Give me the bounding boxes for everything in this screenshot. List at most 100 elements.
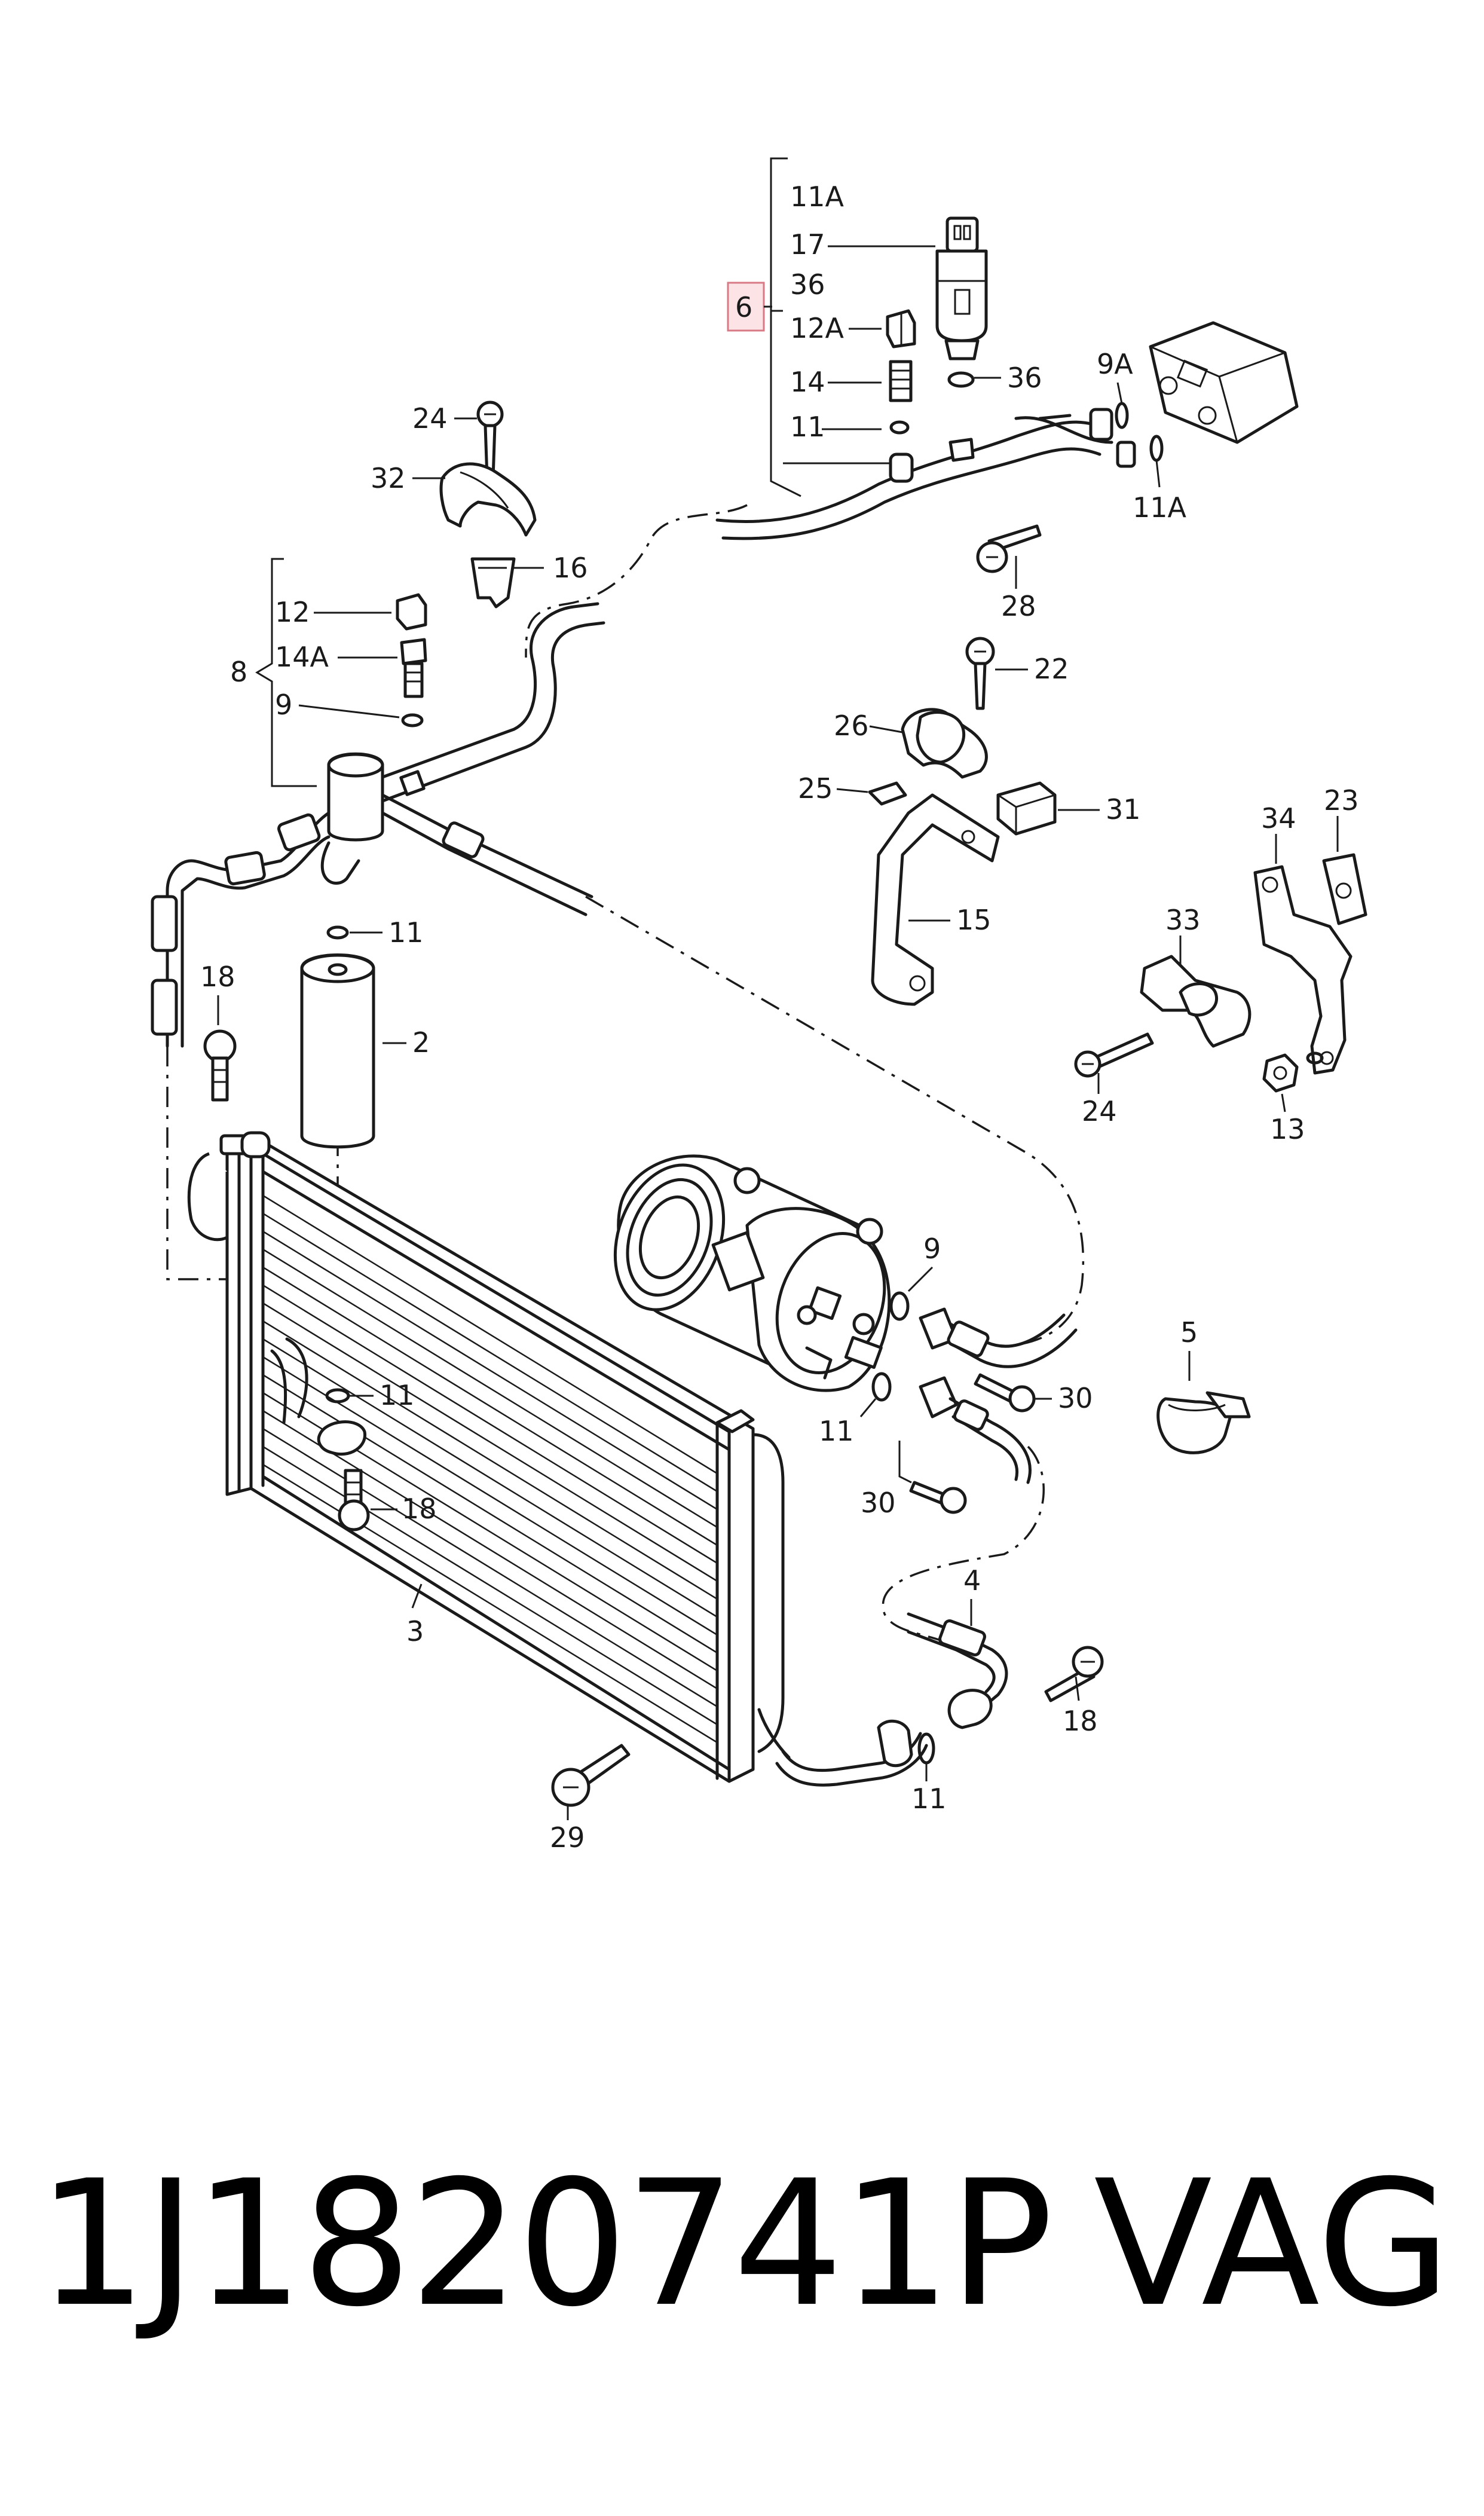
callout-30-b: 30 bbox=[861, 1487, 896, 1519]
screw-24-right bbox=[1074, 1032, 1154, 1078]
callout-22: 22 bbox=[1034, 653, 1069, 685]
hidden-line-upper bbox=[525, 504, 748, 658]
cap-12 bbox=[396, 593, 427, 631]
bolt-18-right bbox=[1044, 1646, 1104, 1702]
washer-13 bbox=[1306, 1051, 1324, 1065]
nut-13 bbox=[1262, 1053, 1299, 1093]
callout-8: 8 bbox=[230, 656, 247, 688]
clamp-33 bbox=[1140, 955, 1252, 1048]
callout-3: 3 bbox=[406, 1615, 424, 1647]
callout-12: 12 bbox=[275, 596, 310, 628]
clip-25 bbox=[868, 781, 907, 806]
pipe-4 bbox=[775, 1612, 1008, 1787]
callout-11-drier: 11 bbox=[388, 916, 424, 949]
callout-11-bottom: 11 bbox=[911, 1783, 947, 1815]
clip-16 bbox=[470, 557, 516, 609]
connector-31 bbox=[996, 781, 1057, 836]
callout-11-lower: 11 bbox=[380, 1379, 415, 1411]
callout-24-right: 24 bbox=[1082, 1095, 1117, 1127]
screw-22 bbox=[965, 637, 995, 710]
callout-16: 16 bbox=[553, 552, 588, 584]
callout-18-left: 18 bbox=[200, 961, 235, 993]
drier-head bbox=[327, 752, 384, 842]
part-number: 1J1820741P bbox=[37, 2144, 1053, 2345]
callout-13: 13 bbox=[1270, 1113, 1305, 1145]
pipe-assembly-left bbox=[151, 602, 605, 1048]
hidden-line-right bbox=[882, 1445, 1045, 1657]
flange-4 bbox=[947, 1689, 993, 1729]
pipe-discharge bbox=[919, 1376, 1032, 1484]
bracket-15 bbox=[871, 793, 1000, 1006]
expansion-valve-block bbox=[1149, 321, 1299, 444]
callout-24-top: 24 bbox=[412, 402, 448, 435]
callout-11-comp: 11 bbox=[819, 1415, 854, 1447]
callout-6: 6 bbox=[735, 291, 752, 323]
parts-diagram: 6 11A 17 36 12A 14 11 36 bbox=[151, 157, 1367, 1854]
callout-31: 31 bbox=[1106, 793, 1141, 826]
bolt-30-b bbox=[909, 1481, 967, 1514]
bracket-34 bbox=[1253, 865, 1353, 1075]
callout-33: 33 bbox=[1165, 904, 1201, 936]
o-ring-11-drier bbox=[326, 925, 349, 940]
o-ring-36-top bbox=[947, 371, 975, 388]
pipe-assembly-top bbox=[715, 408, 1136, 540]
callout-32: 32 bbox=[371, 462, 406, 494]
callout-30-a: 30 bbox=[1058, 1382, 1093, 1414]
hidden-line-center bbox=[585, 895, 1085, 1346]
callout-6-box[interactable] bbox=[727, 282, 765, 332]
callout-26: 26 bbox=[834, 710, 869, 742]
valve-core-14 bbox=[889, 360, 913, 402]
bracket-32 bbox=[439, 462, 537, 537]
drier-2 bbox=[300, 953, 375, 1149]
callout-14A: 14A bbox=[275, 641, 329, 673]
bolt-28 bbox=[976, 524, 1042, 573]
pressure-switch-17 bbox=[935, 216, 988, 360]
callout-17: 17 bbox=[790, 228, 825, 261]
callout-4: 4 bbox=[963, 1564, 981, 1597]
bracket-group-6 bbox=[770, 157, 788, 312]
callout-29: 29 bbox=[550, 1821, 585, 1854]
hidden-line-left bbox=[166, 1046, 251, 1280]
brand-label: VAG bbox=[1094, 2144, 1451, 2345]
bolt-30-a bbox=[974, 1373, 1036, 1413]
callout-34: 34 bbox=[1261, 802, 1296, 834]
callout-23: 23 bbox=[1324, 784, 1359, 817]
flange-lower bbox=[317, 1420, 366, 1456]
o-ring-9-left bbox=[401, 713, 424, 727]
pipe-lower-left bbox=[270, 1337, 308, 1424]
callout-36-a: 36 bbox=[790, 268, 825, 301]
o-ring-9-comp bbox=[889, 1291, 910, 1321]
valve-14A bbox=[400, 638, 427, 698]
o-ring-11-lower bbox=[325, 1388, 350, 1404]
callout-18-right: 18 bbox=[1063, 1705, 1098, 1737]
compressor bbox=[613, 1154, 891, 1392]
clamp-5 bbox=[1156, 1391, 1251, 1454]
o-ring-9A bbox=[1115, 402, 1129, 429]
bracket-group-8 bbox=[255, 558, 317, 787]
callout-11A-right: 11A bbox=[1133, 491, 1187, 524]
callout-25: 25 bbox=[798, 772, 833, 805]
clip-23 bbox=[1322, 853, 1367, 925]
callout-9-comp: 9 bbox=[923, 1233, 941, 1265]
o-ring-11A-right bbox=[1149, 435, 1164, 462]
callout-15: 15 bbox=[956, 904, 992, 936]
callout-9A: 9A bbox=[1097, 348, 1133, 380]
clip-26 bbox=[901, 708, 988, 779]
callout-5: 5 bbox=[1180, 1316, 1198, 1349]
callout-28: 28 bbox=[1001, 590, 1036, 622]
o-ring-11-bottom bbox=[917, 1732, 935, 1765]
callout-11A-top: 11A bbox=[790, 181, 844, 213]
o-ring-11-comp bbox=[871, 1372, 892, 1402]
callout-36-b: 36 bbox=[1007, 362, 1042, 394]
callout-2: 2 bbox=[412, 1026, 430, 1059]
pipe-suction bbox=[919, 1307, 1078, 1368]
cap-12A bbox=[886, 309, 916, 348]
callout-14: 14 bbox=[790, 366, 825, 398]
callout-12A: 12A bbox=[790, 312, 844, 344]
callout-11-top: 11 bbox=[790, 411, 825, 443]
o-ring-11-top bbox=[889, 420, 910, 435]
screw-24-top bbox=[476, 401, 504, 480]
bolt-18-left bbox=[203, 1029, 237, 1102]
bolt-29 bbox=[551, 1744, 631, 1807]
callout-9-left: 9 bbox=[275, 689, 292, 721]
